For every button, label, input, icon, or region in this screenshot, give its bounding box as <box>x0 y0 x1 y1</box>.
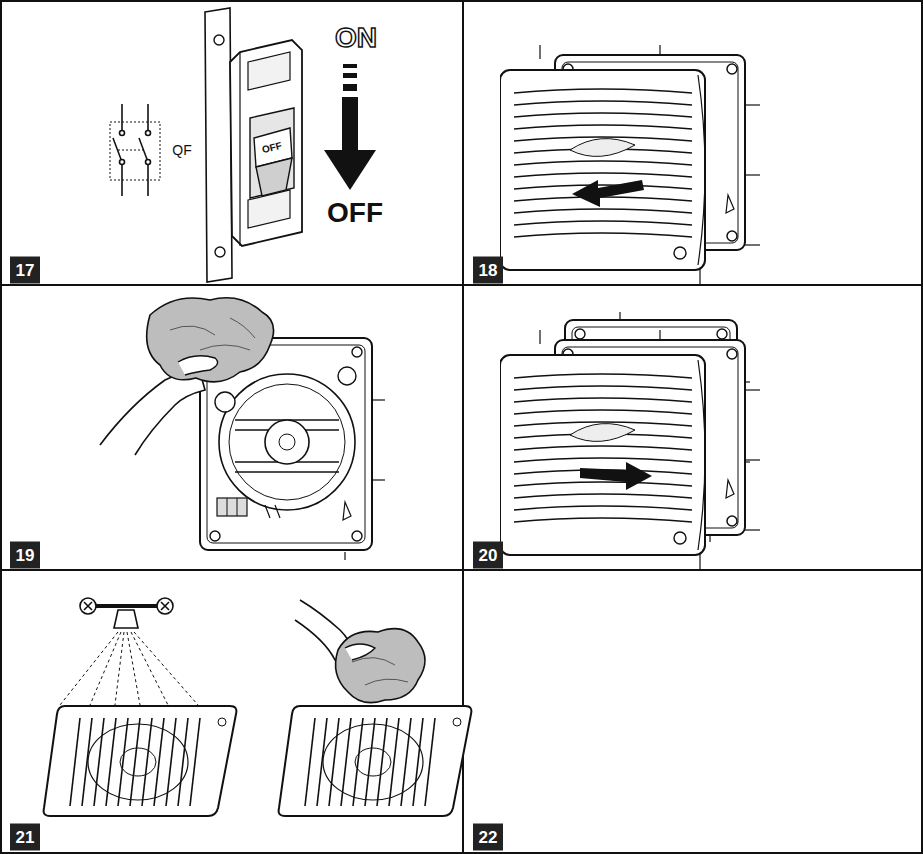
fan-grille <box>44 706 237 816</box>
hand-with-cloth <box>100 298 274 455</box>
fan-grille <box>279 706 472 816</box>
step-number: 18 <box>473 257 503 284</box>
switch-symbol <box>110 104 160 196</box>
circuit-breaker <box>205 8 302 282</box>
fan-grille <box>500 330 760 570</box>
hand-with-cloth <box>295 600 425 703</box>
step-number: 21 <box>10 824 40 851</box>
step-number: 19 <box>10 542 40 569</box>
step-number: 20 <box>473 542 503 569</box>
off-arrow <box>324 64 376 190</box>
fan-grille <box>500 45 760 285</box>
state-label: ON <box>335 24 377 52</box>
step-number: 22 <box>473 824 503 851</box>
device-code: QF <box>172 143 191 157</box>
fit-arrow <box>580 462 652 490</box>
remove-arrow <box>572 180 644 207</box>
state-label: OFF <box>327 199 383 227</box>
step-number: 17 <box>10 257 40 284</box>
shower <box>60 598 198 705</box>
